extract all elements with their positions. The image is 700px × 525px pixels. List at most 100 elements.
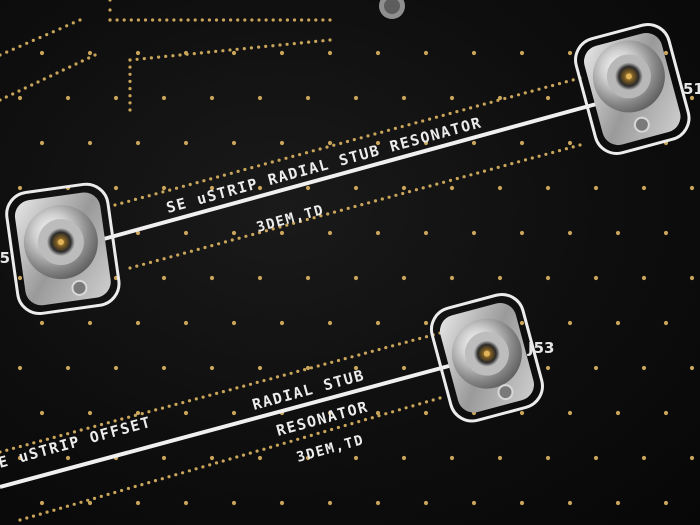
via bbox=[305, 95, 311, 101]
via bbox=[564, 147, 569, 151]
via bbox=[142, 262, 146, 266]
via bbox=[38, 35, 42, 40]
via bbox=[380, 197, 384, 201]
via bbox=[375, 320, 381, 326]
via bbox=[375, 500, 381, 506]
via bbox=[165, 18, 169, 22]
via bbox=[421, 119, 425, 123]
via bbox=[316, 431, 320, 435]
via bbox=[545, 455, 551, 461]
via bbox=[231, 410, 237, 416]
via bbox=[42, 77, 46, 81]
via bbox=[221, 18, 226, 22]
via bbox=[140, 412, 144, 416]
via bbox=[79, 428, 83, 432]
via bbox=[108, 0, 112, 2]
via bbox=[401, 95, 407, 101]
via bbox=[167, 475, 171, 479]
via bbox=[264, 229, 268, 233]
via bbox=[202, 179, 206, 183]
via bbox=[307, 18, 311, 22]
via bbox=[80, 59, 84, 63]
via bbox=[448, 178, 453, 182]
bottom-designator: J53 bbox=[527, 339, 554, 357]
via bbox=[593, 455, 599, 461]
via bbox=[160, 406, 165, 410]
via bbox=[289, 439, 293, 443]
via bbox=[284, 156, 288, 160]
via bbox=[242, 47, 246, 51]
sma-connector-top-right bbox=[574, 22, 691, 155]
via bbox=[346, 206, 350, 210]
via bbox=[309, 366, 313, 370]
via bbox=[183, 230, 189, 236]
via bbox=[275, 443, 279, 447]
via bbox=[375, 50, 381, 56]
via bbox=[319, 214, 323, 218]
via bbox=[257, 95, 263, 101]
via bbox=[359, 136, 363, 140]
via bbox=[393, 126, 397, 130]
via bbox=[567, 320, 573, 326]
via bbox=[303, 368, 307, 372]
via bbox=[208, 463, 212, 467]
via bbox=[545, 95, 551, 101]
via bbox=[250, 166, 254, 170]
via bbox=[200, 18, 204, 22]
via bbox=[353, 204, 357, 209]
via bbox=[517, 160, 521, 164]
via bbox=[291, 154, 295, 158]
via bbox=[316, 364, 320, 368]
via bbox=[17, 95, 23, 101]
via bbox=[373, 132, 377, 136]
via bbox=[215, 391, 219, 395]
via bbox=[482, 102, 486, 106]
via bbox=[214, 18, 219, 22]
via bbox=[323, 429, 327, 434]
via bbox=[401, 185, 407, 191]
via bbox=[424, 400, 429, 404]
via bbox=[353, 95, 359, 101]
via bbox=[663, 50, 669, 56]
via bbox=[31, 38, 35, 43]
via bbox=[135, 50, 141, 56]
via bbox=[278, 43, 282, 47]
via bbox=[257, 45, 261, 49]
via bbox=[384, 412, 388, 416]
via bbox=[414, 188, 418, 192]
via bbox=[516, 93, 521, 97]
via bbox=[279, 50, 285, 56]
via bbox=[242, 384, 246, 388]
via bbox=[68, 65, 72, 69]
via bbox=[52, 435, 56, 439]
via bbox=[423, 410, 429, 416]
via bbox=[86, 498, 90, 502]
via bbox=[209, 455, 215, 461]
via bbox=[113, 95, 119, 101]
via bbox=[314, 18, 318, 22]
via bbox=[551, 83, 555, 88]
via bbox=[285, 223, 289, 227]
via bbox=[248, 451, 252, 455]
via bbox=[5, 50, 9, 54]
via bbox=[194, 397, 198, 401]
via bbox=[519, 140, 525, 146]
via bbox=[207, 50, 211, 54]
via bbox=[593, 185, 599, 191]
via bbox=[285, 18, 289, 22]
via bbox=[401, 365, 407, 371]
via bbox=[17, 185, 23, 191]
via bbox=[154, 192, 158, 196]
via bbox=[292, 18, 297, 22]
via bbox=[519, 410, 525, 416]
via bbox=[55, 71, 59, 75]
via bbox=[257, 164, 261, 168]
via bbox=[418, 336, 422, 341]
via bbox=[135, 140, 141, 146]
via bbox=[186, 18, 190, 22]
via bbox=[279, 230, 285, 236]
via bbox=[462, 108, 466, 112]
via bbox=[183, 320, 189, 326]
via bbox=[400, 125, 404, 129]
via bbox=[375, 140, 381, 146]
